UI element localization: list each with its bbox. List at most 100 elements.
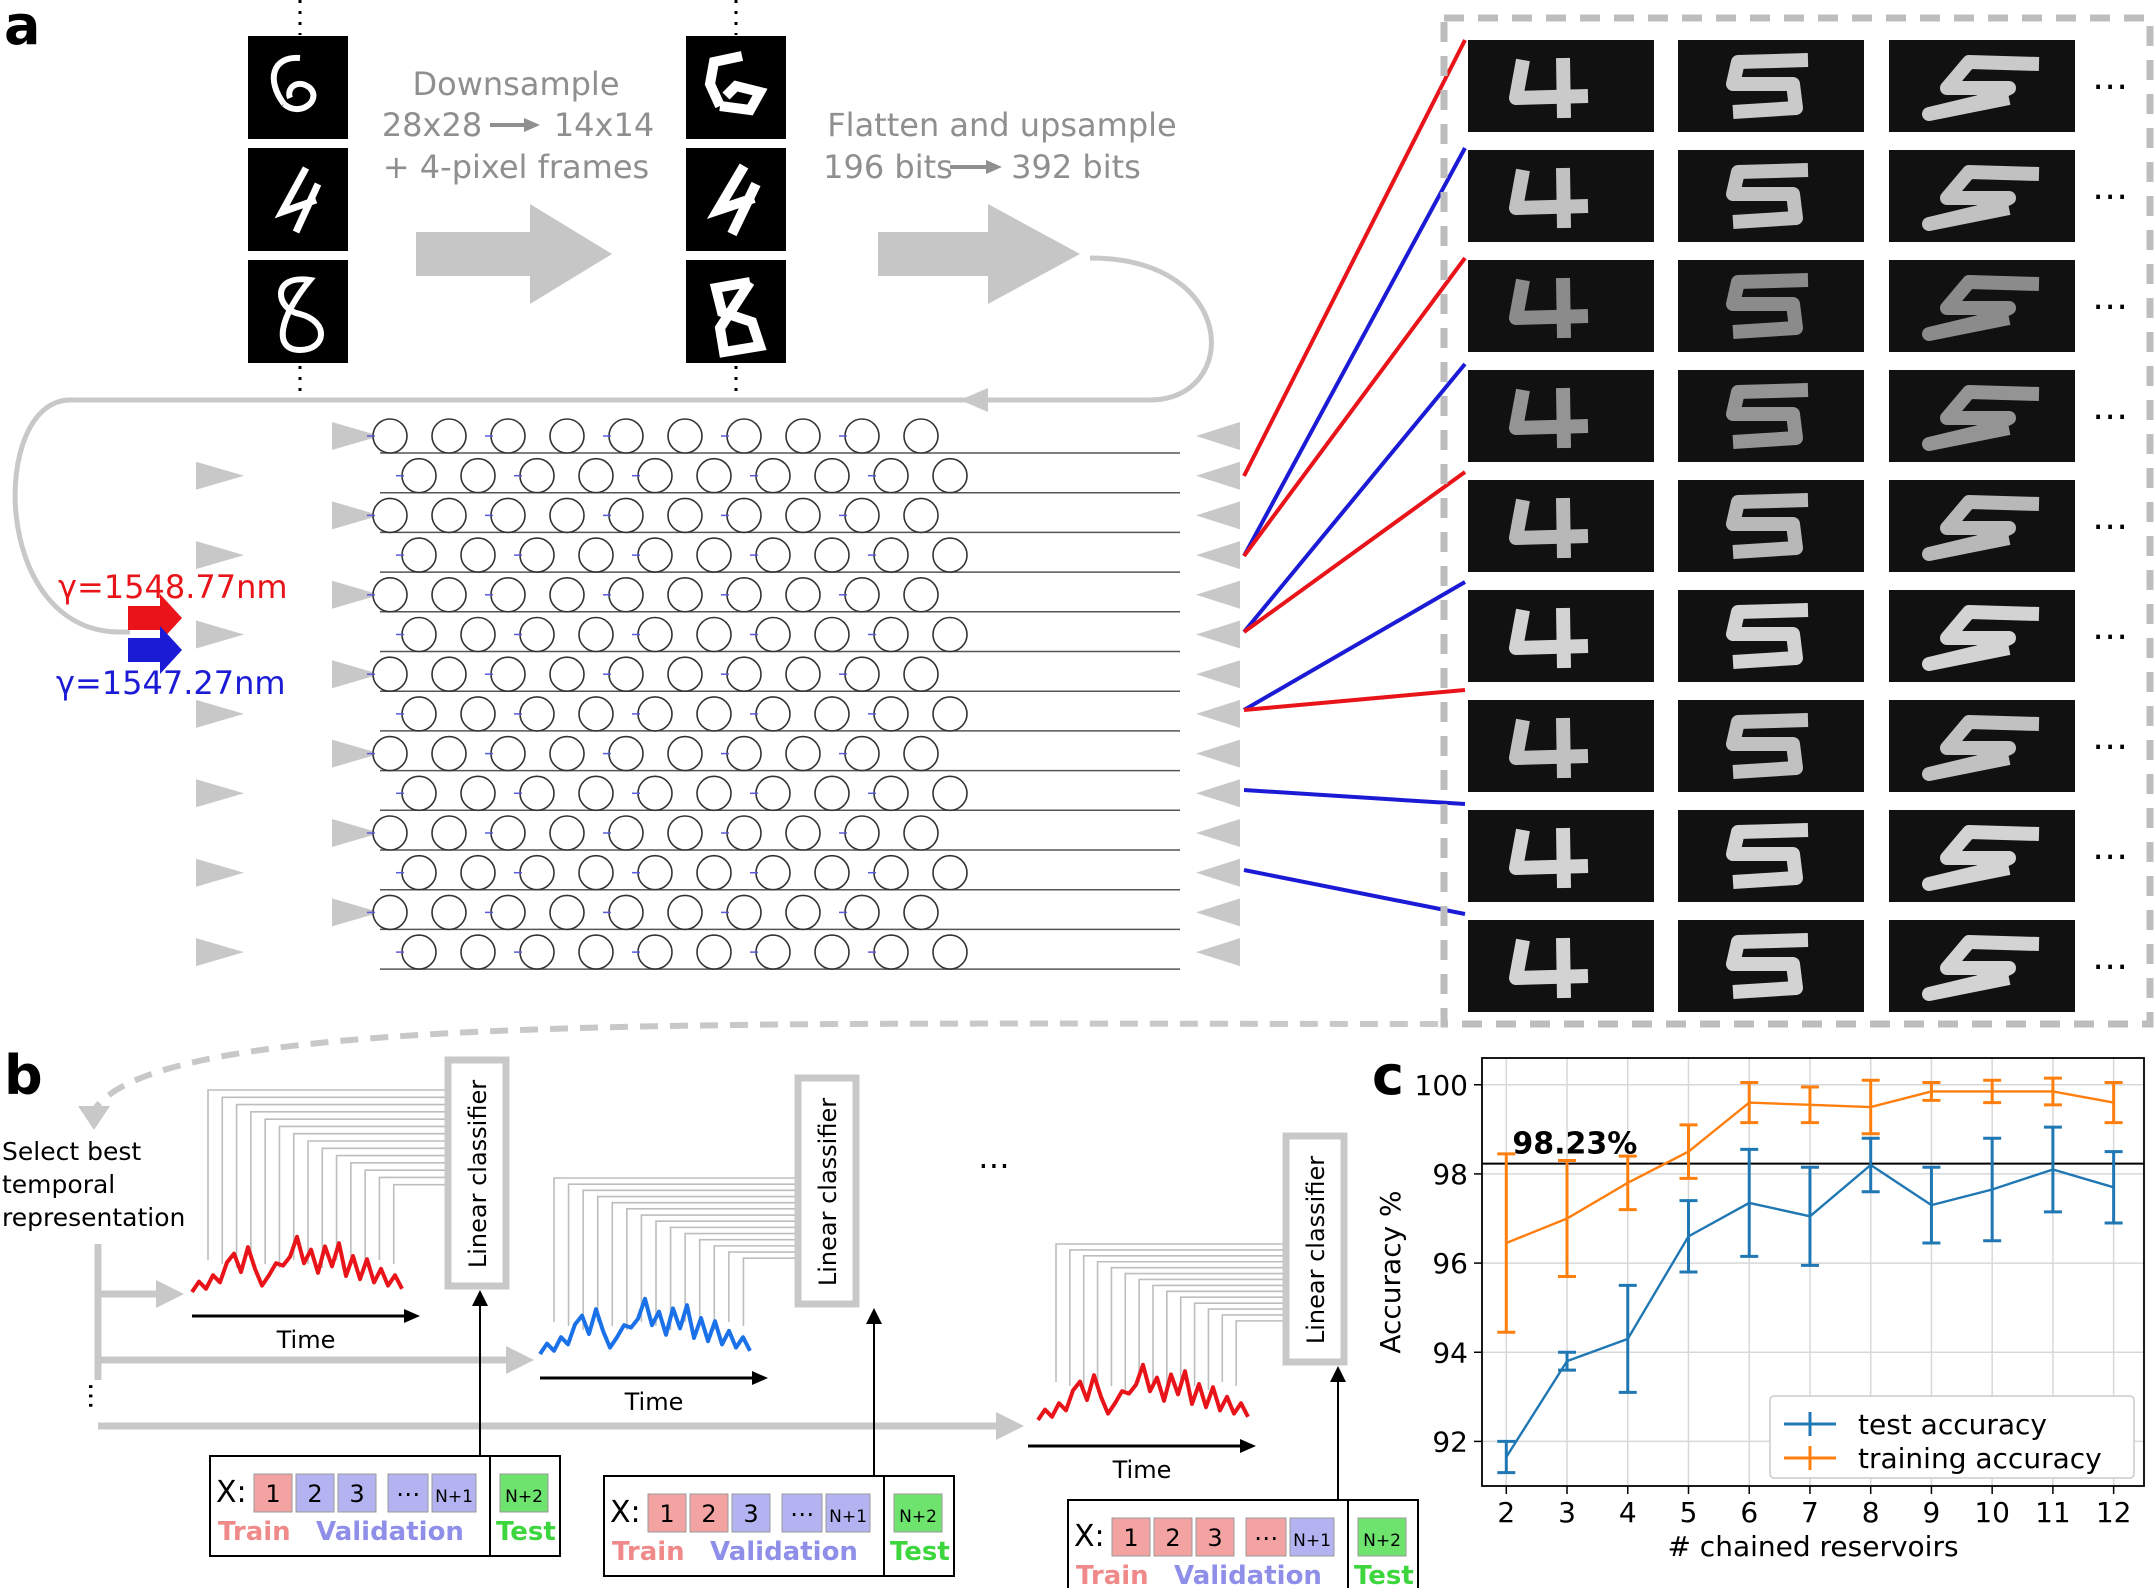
digit-stroke — [1509, 277, 1589, 339]
time-label: Time — [276, 1326, 336, 1354]
tap-line — [1110, 1266, 1286, 1386]
time-label: Time — [624, 1388, 684, 1416]
flatten-bits-to: 392 bits — [1011, 148, 1141, 186]
ring-resonator — [431, 815, 467, 851]
red-input-arrow — [128, 594, 182, 642]
digit-stroke — [1922, 495, 2040, 561]
ring-resonator — [814, 854, 850, 891]
tap-line — [1166, 1290, 1286, 1390]
tap-line — [1069, 1249, 1286, 1386]
ring-resonator — [578, 537, 614, 573]
select-text-line3: representation — [2, 1203, 185, 1232]
ring-resonator — [903, 418, 939, 454]
ring-resonator — [519, 696, 555, 732]
ring-resonator — [696, 616, 732, 653]
mnist-digits-original — [248, 0, 348, 405]
tap-line — [1179, 1296, 1286, 1382]
legend-box — [1769, 1395, 2135, 1479]
dataset-split-label: N+2 — [505, 1487, 543, 1507]
ring-resonator — [785, 735, 821, 772]
ring-resonator — [578, 775, 614, 812]
dataset-split-cell — [337, 1473, 377, 1513]
grating-coupler-in — [196, 858, 244, 887]
ring-resonator — [696, 537, 732, 573]
digit-stroke — [1726, 493, 1809, 559]
downsample-title: Downsample — [412, 65, 619, 103]
ring-resonator — [844, 576, 880, 613]
ring-resonator — [667, 418, 703, 454]
ring-resonator — [519, 457, 555, 494]
ring-resonator — [873, 537, 909, 573]
grating-coupler-out — [1196, 620, 1240, 649]
ring-resonator — [519, 854, 555, 891]
ring-resonator — [490, 576, 526, 613]
dataset-split-cell — [731, 1493, 771, 1533]
ring-resonator — [696, 775, 732, 812]
validation-label: Validation — [316, 1517, 464, 1547]
ring-resonator — [519, 934, 555, 970]
ring-resonator — [814, 775, 850, 812]
ring-resonator — [372, 815, 408, 851]
ring-resonator — [578, 934, 614, 970]
feedback-arrowhead — [960, 388, 988, 412]
downsample-arrow — [416, 204, 612, 304]
branch-arrows — [94, 1244, 1024, 1440]
tap-line — [1055, 1243, 1286, 1382]
ring-resonator — [490, 418, 526, 454]
ring-resonator — [755, 696, 791, 732]
dataset-split-cell — [1245, 1517, 1287, 1557]
grating-coupler-in — [196, 699, 244, 728]
ring-resonator — [578, 854, 614, 891]
digit-stroke — [1922, 825, 2040, 891]
dataset-split-cell — [1357, 1517, 1407, 1557]
ring-resonator — [460, 854, 496, 891]
tap-line — [364, 1169, 448, 1268]
ring-resonator — [932, 775, 968, 812]
digit-stroke — [1509, 497, 1589, 559]
ring-resonator — [814, 616, 850, 653]
dataset-split-cell — [647, 1493, 687, 1533]
y-tick-label: 98 — [1432, 1158, 1468, 1191]
ring-resonator — [844, 497, 880, 534]
legend-label: training accuracy — [1858, 1442, 2102, 1475]
plot-frame — [1481, 1057, 2145, 1487]
dataset-split-label: 1 — [1123, 1524, 1138, 1552]
ring-resonator — [401, 616, 437, 653]
y-axis-label: Accuracy % — [1374, 1190, 1407, 1353]
ring-resonator — [814, 457, 850, 494]
dataset-split-label: N+1 — [829, 1507, 867, 1527]
dataset-split-cell — [1153, 1517, 1193, 1557]
signal-trace — [190, 1234, 404, 1294]
ring-resonator — [932, 854, 968, 891]
dataset-split-cell — [387, 1473, 429, 1513]
ring-resonator — [696, 854, 732, 891]
ring-resonator — [431, 576, 467, 613]
ring-resonator — [578, 696, 614, 732]
dashed-link-arrow — [91, 1020, 1439, 1112]
grating-coupler-in — [196, 461, 244, 490]
flatten-title: Flatten and upsample — [827, 106, 1176, 144]
ring-resonator — [785, 656, 821, 693]
dataset-split-label: N+2 — [899, 1507, 937, 1527]
ring-resonator — [401, 696, 437, 732]
dataset-split-cell — [825, 1493, 871, 1533]
more-ellipsis: ⋯ — [2092, 396, 2128, 437]
x-tick-label: 5 — [1680, 1496, 1698, 1529]
ring-resonator — [431, 894, 467, 931]
flatten-bits-from: 196 bits — [823, 148, 953, 186]
tap-line — [713, 1245, 798, 1330]
ring-resonator — [726, 815, 762, 851]
x-tick-label: 2 — [1497, 1496, 1515, 1529]
signal-trace — [538, 1296, 752, 1356]
ring-resonator — [490, 815, 526, 851]
classifier-label: Linear classifier — [464, 1080, 492, 1268]
ring-resonator — [726, 497, 762, 534]
grating-coupler-out — [1196, 580, 1240, 609]
vertical-dots: ⋯ — [75, 1382, 108, 1410]
wavelength-red-label: γ=1548.77nm — [58, 568, 288, 606]
ring-resonator — [696, 457, 732, 494]
more-ellipsis: ⋯ — [2092, 726, 2128, 767]
tap-line — [1138, 1278, 1286, 1382]
more-ellipsis: ⋯ — [2092, 836, 2128, 877]
